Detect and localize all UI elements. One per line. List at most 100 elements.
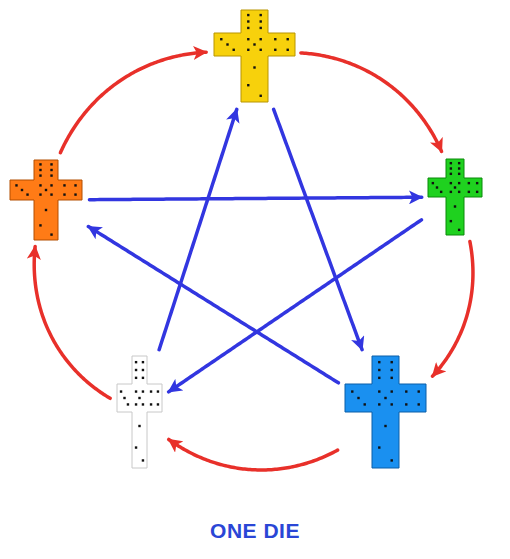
die-pip	[450, 162, 452, 164]
die-net	[117, 356, 162, 468]
die-pip	[226, 43, 228, 45]
die-pip	[134, 361, 136, 363]
die-pip	[454, 186, 456, 188]
star-arrow	[274, 109, 362, 349]
die-pip	[21, 189, 23, 191]
die-pip	[450, 182, 452, 184]
die-pip	[232, 49, 234, 51]
die-pip	[50, 169, 52, 171]
die-pip	[274, 49, 276, 51]
die-pip	[436, 186, 438, 188]
cycle-arrow	[301, 53, 442, 152]
die-pip	[141, 369, 143, 371]
die-net	[345, 356, 426, 468]
die-pip	[259, 49, 261, 51]
die-pip	[50, 174, 52, 176]
die-net	[214, 10, 295, 102]
die-pip	[247, 84, 249, 86]
die-pip	[149, 403, 151, 405]
die-pip	[259, 95, 261, 97]
die-pip	[26, 193, 28, 195]
die-pip	[126, 403, 128, 405]
die-pip	[141, 403, 143, 405]
cycle-arrow	[34, 246, 110, 398]
die-pip	[138, 425, 140, 427]
die-pip	[253, 66, 255, 68]
die-pip	[458, 182, 460, 184]
die-pip	[247, 20, 249, 22]
die-pip	[454, 205, 456, 207]
die-pip	[458, 191, 460, 193]
die-pip	[247, 14, 249, 16]
die-pip	[458, 162, 460, 164]
die-pip	[220, 38, 222, 40]
die-pip	[476, 182, 478, 184]
die-pip	[50, 163, 52, 165]
die-pip	[378, 390, 380, 392]
die-pip	[259, 20, 261, 22]
cycle-arrow	[60, 52, 206, 152]
die-pip	[39, 224, 41, 226]
caption: ONE DIE	[0, 519, 510, 543]
die-pip	[39, 193, 41, 195]
die-pip	[405, 390, 407, 392]
die-pip	[378, 369, 380, 371]
cross-shape	[214, 10, 295, 102]
die-pip	[156, 390, 158, 392]
die-pip	[134, 369, 136, 371]
die-pip	[39, 169, 41, 171]
die-pip	[141, 377, 143, 379]
cross-outline	[117, 356, 162, 468]
die-pip	[141, 459, 143, 461]
die-pip	[440, 191, 442, 193]
cross-shape	[117, 356, 162, 468]
die-pip	[378, 446, 380, 448]
die-pip	[63, 184, 65, 186]
star-arrow	[89, 197, 421, 199]
die-pip	[458, 167, 460, 169]
die-pip	[405, 403, 407, 405]
die-pip	[450, 191, 452, 193]
die-pip	[450, 173, 452, 175]
die-pip	[39, 163, 41, 165]
die-pip	[390, 403, 392, 405]
die-pip	[390, 361, 392, 363]
cycle-arrow	[169, 439, 338, 470]
die-pip	[351, 390, 353, 392]
die-pip	[39, 184, 41, 186]
die-pip	[50, 193, 52, 195]
die-pip	[450, 220, 452, 222]
die-pip	[458, 173, 460, 175]
die-pip	[378, 377, 380, 379]
die-pip	[274, 38, 276, 40]
die-pip	[259, 14, 261, 16]
die-pip	[450, 167, 452, 169]
die-net	[428, 159, 482, 235]
die-pip	[259, 38, 261, 40]
die-pip	[390, 390, 392, 392]
cross-outline	[345, 356, 426, 468]
die-pip	[149, 390, 151, 392]
die-pip	[390, 369, 392, 371]
die-pip	[15, 184, 17, 186]
cross-outline	[214, 10, 295, 102]
die-pip	[39, 174, 41, 176]
die-pip	[476, 191, 478, 193]
die-pip	[74, 193, 76, 195]
die-pip	[417, 390, 419, 392]
die-pip	[468, 191, 470, 193]
die-pip	[363, 403, 365, 405]
die-net	[10, 160, 82, 240]
die-pip	[259, 27, 261, 29]
die-pip	[417, 403, 419, 405]
die-pip	[156, 403, 158, 405]
die-pip	[378, 403, 380, 405]
star-arrow	[88, 227, 338, 383]
cycle-arrow	[433, 242, 473, 377]
die-pip	[390, 459, 392, 461]
die-pip	[138, 397, 140, 399]
die-pip	[247, 49, 249, 51]
die-pip	[134, 377, 136, 379]
die-pip	[378, 361, 380, 363]
